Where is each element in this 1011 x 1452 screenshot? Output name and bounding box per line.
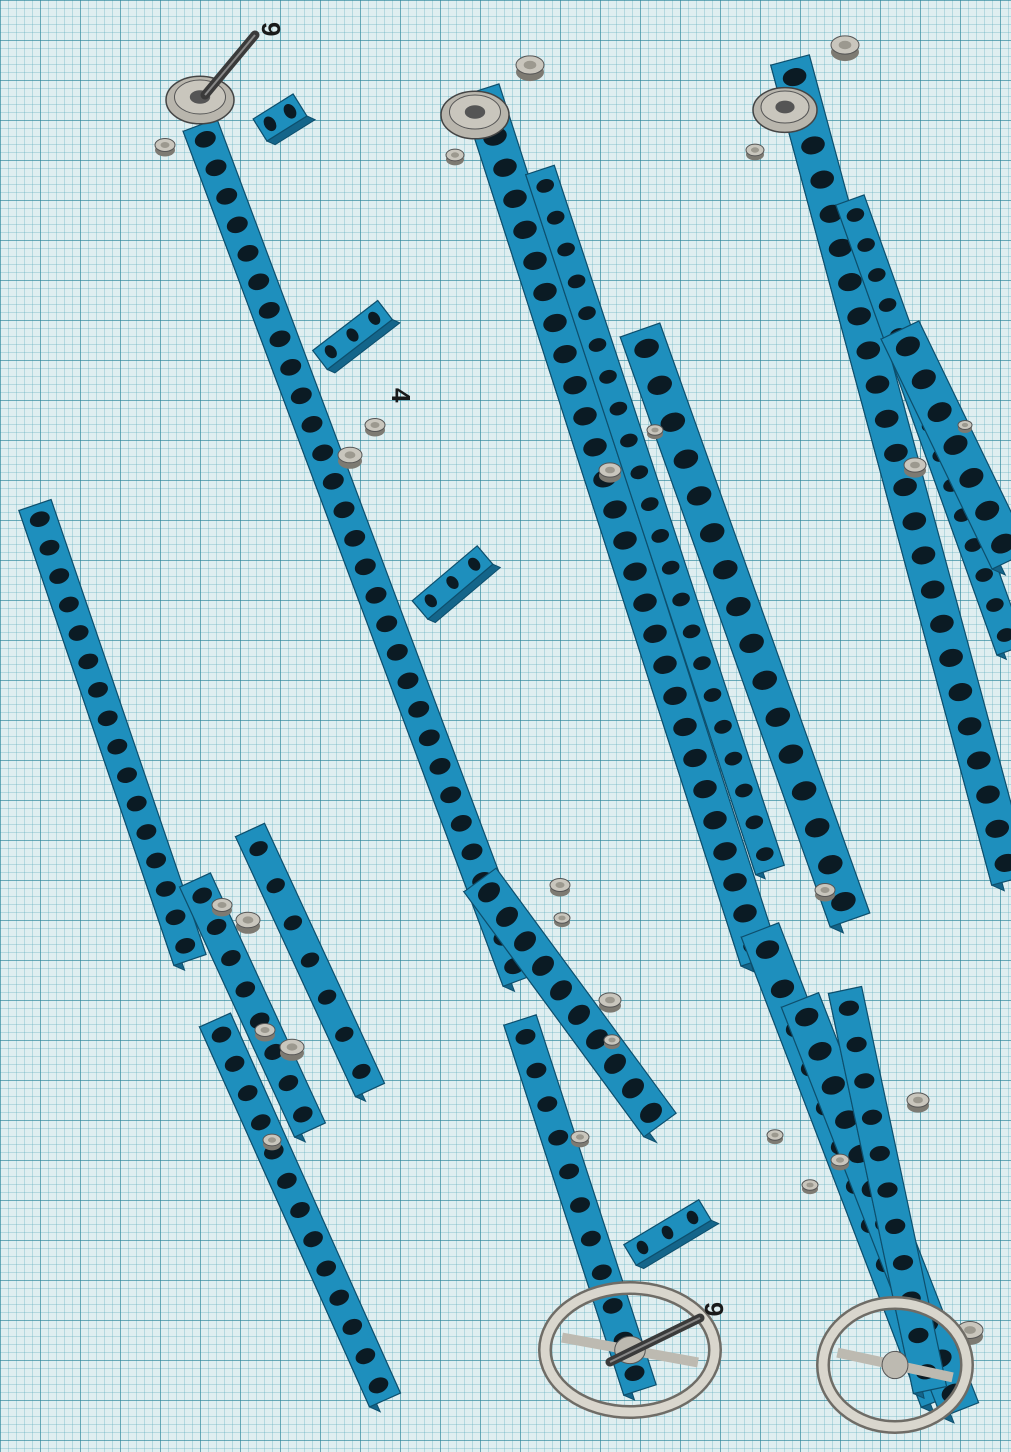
callout-pin-mid: 4: [386, 388, 416, 403]
pin-icon: [212, 899, 232, 917]
pin-center: [261, 1027, 270, 1033]
pin-icon: [236, 912, 260, 934]
pin-icon: [599, 463, 621, 483]
pin-icon: [571, 1131, 589, 1147]
beam-third-main-2: [526, 165, 785, 879]
pin-icon: [263, 1134, 281, 1150]
callout-axle-wheel-label: 9: [699, 1302, 729, 1316]
beams-layer: [19, 55, 1011, 1423]
pin-icon: [280, 1039, 304, 1061]
pin-icon: [904, 458, 926, 478]
beam-centre-stub-1: [313, 301, 400, 373]
axle-highlight: [205, 35, 255, 95]
pin-center: [839, 41, 852, 49]
pin-center: [910, 462, 920, 469]
pin-icon: [155, 139, 175, 157]
axle-icon: [205, 35, 255, 95]
pin-icon: [604, 1035, 620, 1049]
bush-icon: [166, 76, 234, 124]
pin-center: [608, 1038, 615, 1043]
pin-icon: [815, 884, 835, 902]
beam-face: [19, 500, 206, 966]
pin-icon: [255, 1024, 275, 1042]
pin-center: [243, 916, 254, 923]
pin-center: [268, 1137, 276, 1142]
pin-icon: [767, 1130, 783, 1144]
pin-icon: [831, 1154, 849, 1170]
pin-center: [345, 451, 356, 458]
pin-center: [771, 1133, 778, 1138]
pin-center: [451, 152, 459, 157]
pin-icon: [907, 1093, 929, 1113]
bush-icon: [441, 91, 509, 139]
beam-left-long: [19, 500, 206, 971]
pin-icon: [831, 36, 859, 61]
beam-centre-stub-2: [412, 546, 500, 623]
pin-icon: [365, 419, 385, 437]
beam-left-plate: [236, 823, 385, 1101]
pin-icon: [746, 144, 764, 160]
pin-icon: [554, 913, 570, 927]
pin-icon: [958, 420, 972, 433]
pin-center: [913, 1097, 923, 1104]
beam-face: [183, 119, 537, 987]
beam-centre-stub-3: [624, 1200, 719, 1269]
pin-center: [576, 1134, 584, 1139]
bush-icon: [753, 88, 817, 133]
pin-icon: [599, 993, 621, 1013]
pin-center: [962, 423, 968, 427]
bush-hole: [465, 105, 485, 119]
pin-icon: [647, 425, 663, 439]
callout-axle-wheel: 9: [699, 1302, 729, 1316]
pin-icon: [802, 1180, 818, 1194]
pin-center: [751, 147, 759, 152]
pin-icon: [446, 149, 464, 165]
pin-center: [964, 1326, 976, 1334]
pin-center: [287, 1043, 298, 1050]
pin-center: [371, 422, 380, 428]
pin-icon: [550, 879, 570, 897]
beam-centre-stub-top: [253, 94, 315, 145]
callout-axle-top-label: 9: [256, 22, 286, 36]
beam-face: [464, 868, 676, 1137]
pin-icon: [516, 56, 544, 81]
pin-center: [821, 887, 830, 893]
pin-center: [218, 902, 227, 908]
pin-icon: [338, 447, 362, 469]
pin-center: [558, 916, 565, 921]
pin-center: [605, 997, 615, 1004]
bush-hole: [775, 101, 794, 114]
pin-center: [161, 142, 170, 148]
pin-center: [836, 1157, 844, 1162]
wheel-hub: [882, 1351, 908, 1378]
beam-centre-lower-plate: [464, 868, 676, 1142]
beam-face: [526, 165, 785, 874]
callout-axle-top: 9: [256, 22, 286, 36]
pin-center: [556, 882, 565, 888]
callout-pin-mid-label: 4: [386, 388, 416, 403]
pin-center: [651, 428, 658, 433]
pin-center: [806, 1183, 813, 1188]
pin-center: [524, 61, 537, 69]
pin-center: [605, 467, 615, 474]
